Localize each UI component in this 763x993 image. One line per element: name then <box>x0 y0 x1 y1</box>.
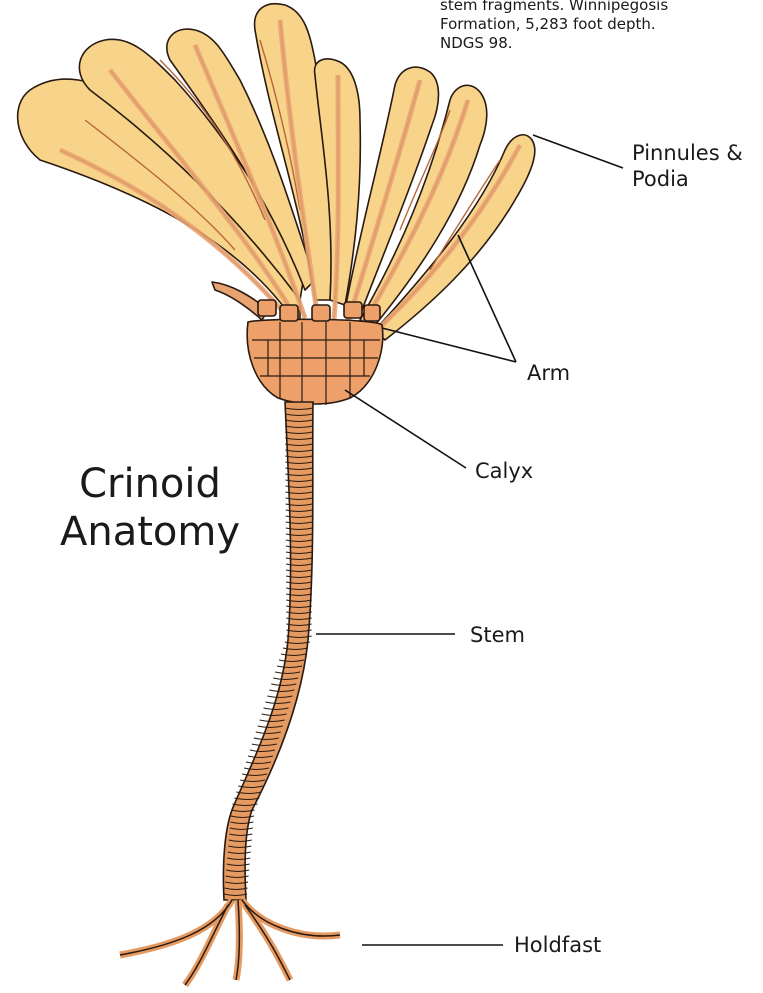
arm-base-plate <box>344 302 362 318</box>
pinnules-leader <box>533 135 623 168</box>
holdfast <box>120 900 340 985</box>
calyx <box>247 300 383 405</box>
caption-line: NDGS 98. <box>440 34 752 53</box>
calyx-leader <box>345 390 466 468</box>
label-holdfast: Holdfast <box>514 932 601 958</box>
label-arm: Arm <box>527 360 570 386</box>
label-pinnules-line-2: Podia <box>632 166 743 192</box>
arm-base-plate <box>364 305 380 321</box>
crown <box>18 4 535 340</box>
caption-line: stem fragments. Winnipegosis <box>440 0 752 15</box>
arm-base-plate <box>280 305 298 321</box>
label-stem: Stem <box>470 622 525 648</box>
diagram-title: Crinoid Anatomy <box>40 460 260 556</box>
caption-line: Formation, 5,283 foot depth. <box>440 15 752 34</box>
label-pinnules-line-1: Pinnules & <box>632 140 743 166</box>
caption-text: stem fragments. Winnipegosis Formation, … <box>440 0 752 53</box>
label-pinnules-podia: Pinnules & Podia <box>632 140 743 192</box>
arm-leader-lower <box>382 328 516 362</box>
title-line-1: Crinoid <box>40 460 260 508</box>
arm-base-plate <box>258 300 276 316</box>
holdfast-root <box>245 905 290 980</box>
arm-leader-upper <box>458 235 516 362</box>
title-line-2: Anatomy <box>40 508 260 556</box>
arm-base-plate <box>312 305 330 321</box>
label-calyx: Calyx <box>475 458 533 484</box>
